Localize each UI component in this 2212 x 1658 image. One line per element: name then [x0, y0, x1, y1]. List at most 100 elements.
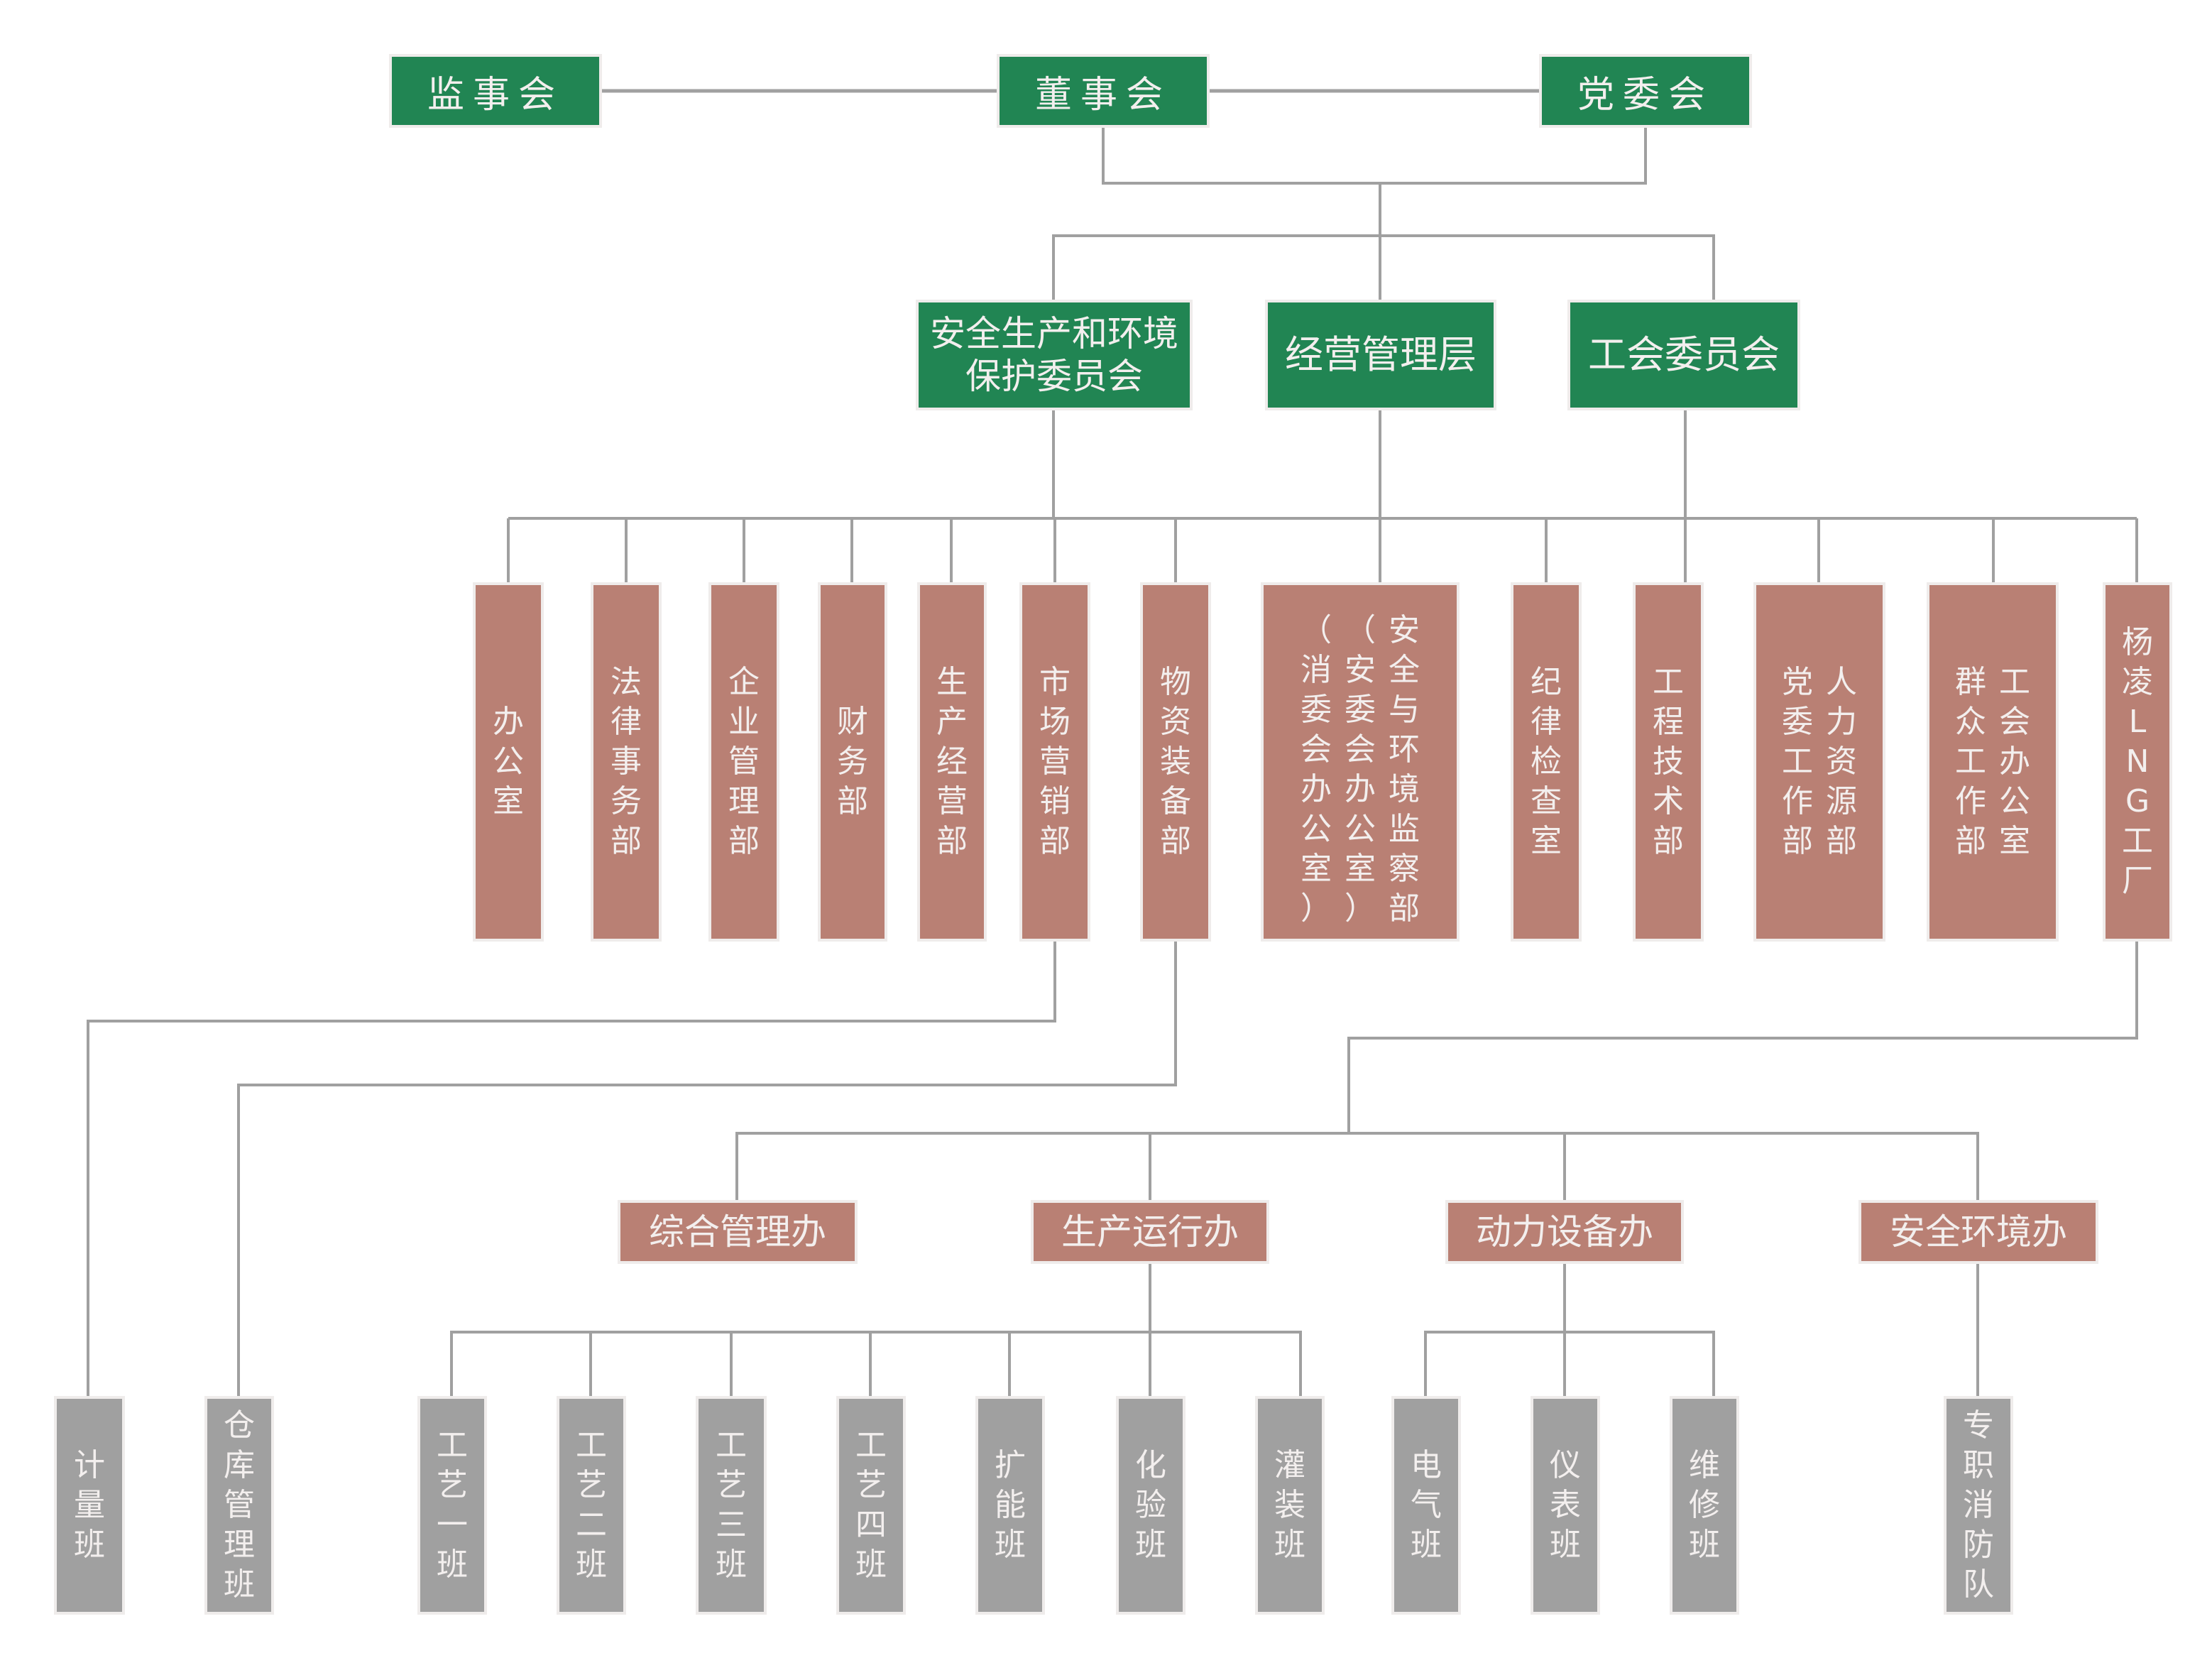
node-board-of-directors[interactable]: 董事会	[997, 54, 1210, 128]
label-char: 班	[437, 1547, 468, 1583]
node-team-metering[interactable]: 计量班	[54, 1396, 125, 1615]
node-team-process-2[interactable]: 工艺二班	[557, 1396, 626, 1615]
node-dept-marketing[interactable]: 市场营销部	[1019, 582, 1090, 942]
label-char: 资	[1826, 743, 1857, 780]
vertical-label: 灌装班	[1274, 1446, 1305, 1565]
label-char: 艺	[576, 1467, 607, 1503]
label-char: 销	[1039, 783, 1071, 819]
node-label: 生产运行办	[1061, 1211, 1239, 1253]
node-dept-discipline-inspection[interactable]: 纪律检查室	[1511, 582, 1582, 942]
label-char: 业	[728, 704, 760, 740]
label-char: 部	[611, 823, 642, 859]
node-management[interactable]: 经营管理层	[1265, 300, 1496, 410]
node-office-production-running[interactable]: 生产运行办	[1031, 1200, 1269, 1264]
vertical-label: 工会办公室群众工作部	[1955, 662, 2030, 861]
label-char: 班	[1274, 1527, 1305, 1563]
vertical-label: 生产经营部	[936, 662, 968, 861]
label-char: 二	[576, 1507, 607, 1543]
label-column: （安委会办公室）	[1345, 611, 1376, 929]
label-char: 务	[837, 743, 868, 780]
label-char: （	[1301, 612, 1332, 648]
label-char: 部	[1389, 890, 1420, 927]
node-team-warehouse[interactable]: 仓库管理班	[204, 1396, 274, 1615]
node-team-process-4[interactable]: 工艺四班	[836, 1396, 906, 1615]
node-office-power-equipment[interactable]: 动力设备办	[1445, 1200, 1684, 1264]
label-char: 会	[1345, 731, 1376, 768]
node-dept-finance[interactable]: 财务部	[818, 582, 887, 942]
label-char: 企	[728, 664, 760, 700]
label-char: 律	[611, 704, 642, 740]
label-char: ）	[1301, 890, 1332, 927]
label-char: 经	[936, 743, 968, 780]
label-char: 修	[1689, 1487, 1720, 1523]
node-trade-union-committee[interactable]: 工会委员会	[1567, 300, 1800, 410]
vertical-label: 维修班	[1689, 1446, 1720, 1565]
node-team-fire-brigade[interactable]: 专职消防队	[1944, 1396, 2013, 1615]
node-dept-union-office[interactable]: 工会办公室群众工作部	[1927, 582, 2059, 942]
node-dept-general-office[interactable]: 办公室	[473, 582, 544, 942]
node-team-process-1[interactable]: 工艺一班	[417, 1396, 487, 1615]
node-dept-production-operations[interactable]: 生产经营部	[917, 582, 987, 942]
node-dept-materials-equipment[interactable]: 物资装备部	[1140, 582, 1211, 942]
label-char: 工	[855, 1427, 887, 1463]
label-char: 监	[1389, 811, 1420, 847]
label-char: 查	[1531, 783, 1562, 819]
label-char: 艺	[437, 1467, 468, 1503]
label-char: 班	[995, 1527, 1026, 1563]
label-char: 验	[1135, 1487, 1166, 1523]
node-team-maintenance[interactable]: 维修班	[1670, 1396, 1739, 1615]
vertical-label: 办公室	[493, 702, 524, 822]
label-column: 企业管理部	[728, 662, 760, 861]
node-label: 安全环境办	[1890, 1211, 2067, 1253]
node-dept-safety-env-supervision[interactable]: 安全与环境监察部（安委会办公室）（消委会办公室）	[1261, 582, 1460, 942]
label-char: 纪	[1531, 664, 1562, 700]
node-dept-legal-affairs[interactable]: 法律事务部	[591, 582, 662, 942]
label-char: L	[2128, 704, 2147, 740]
node-safety-env-committee[interactable]: 安全生产和环境 保护委员会	[916, 300, 1193, 410]
node-team-expansion[interactable]: 扩能班	[975, 1396, 1045, 1615]
label-column: 安全与环境监察部	[1389, 611, 1420, 929]
vertical-label: 物资装备部	[1160, 662, 1191, 861]
node-team-filling[interactable]: 灌装班	[1255, 1396, 1325, 1615]
vertical-label: 安全与环境监察部（安委会办公室）（消委会办公室）	[1301, 611, 1420, 929]
label-char: 营	[1039, 743, 1071, 780]
node-team-laboratory[interactable]: 化验班	[1116, 1396, 1186, 1615]
label-char: 公	[493, 743, 524, 780]
label-char: 室	[493, 783, 524, 819]
node-team-electrical[interactable]: 电气班	[1391, 1396, 1461, 1615]
label-char: 物	[1160, 664, 1191, 700]
node-supervisory-board[interactable]: 监事会	[389, 54, 602, 128]
node-team-process-3[interactable]: 工艺三班	[696, 1396, 767, 1615]
label-column: 法律事务部	[611, 662, 642, 861]
vertical-label: 纪律检查室	[1531, 662, 1562, 861]
node-office-safety-environment[interactable]: 安全环境办	[1858, 1200, 2098, 1264]
label-char: N	[2125, 743, 2150, 780]
label-char: 管	[224, 1487, 255, 1523]
label-column: 办公室	[493, 702, 524, 822]
node-dept-enterprise-management[interactable]: 企业管理部	[708, 582, 779, 942]
label-char: 工	[437, 1427, 468, 1463]
label-char: 装	[1160, 743, 1191, 780]
node-dept-engineering-technology[interactable]: 工程技术部	[1633, 582, 1704, 942]
label-char: 委	[1345, 692, 1376, 728]
label-char: 维	[1689, 1447, 1720, 1483]
label-column: 工艺二班	[576, 1426, 607, 1585]
node-label: 工会委员会	[1588, 332, 1780, 377]
label-char: 库	[224, 1447, 255, 1483]
vertical-label: 计量班	[74, 1446, 105, 1565]
node-office-comprehensive-management[interactable]: 综合管理办	[618, 1200, 858, 1264]
node-team-instrument[interactable]: 仪表班	[1531, 1396, 1600, 1615]
vertical-label: 仓库管理班	[224, 1406, 255, 1605]
label-char: 班	[74, 1527, 105, 1563]
vertical-label: 企业管理部	[728, 662, 760, 861]
node-label: 党委会	[1577, 73, 1714, 116]
node-dept-hr-party-work[interactable]: 人力资源部党委工作部	[1753, 582, 1885, 942]
label-char: 安	[1345, 652, 1376, 688]
node-party-committee[interactable]: 党委会	[1539, 54, 1752, 128]
connector-production-bus	[450, 1331, 1302, 1396]
label-column: 党委工作部	[1782, 662, 1813, 861]
label-char: 部	[1826, 823, 1857, 859]
vertical-label: 专职消防队	[1963, 1406, 1994, 1605]
